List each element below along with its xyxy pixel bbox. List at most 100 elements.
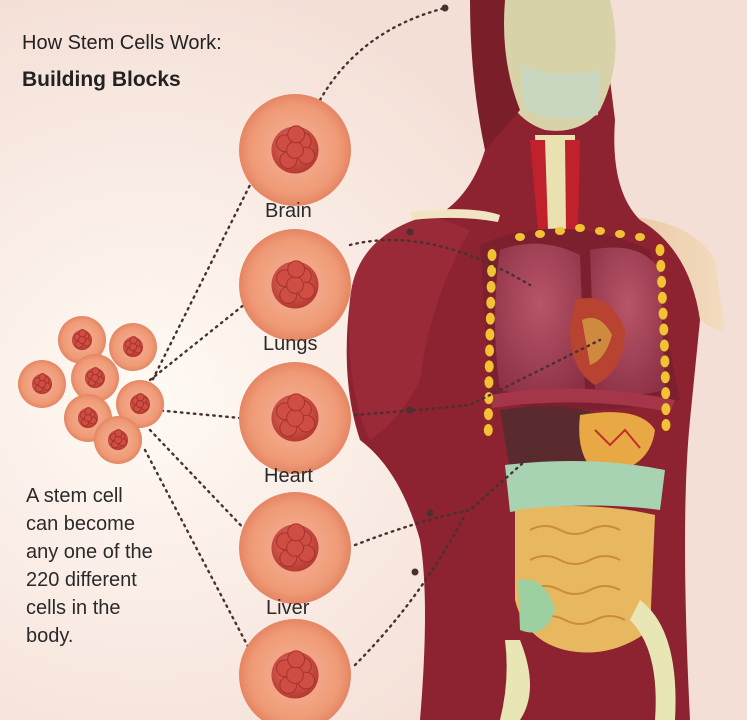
hip-bone-right <box>630 600 676 720</box>
organ-cell <box>239 619 351 720</box>
connector-cluster <box>148 173 257 387</box>
nucleus-lobe <box>286 539 304 557</box>
caption-line: 220 different <box>26 569 137 591</box>
rib-dot <box>535 230 545 238</box>
nucleus-lobe <box>83 413 93 423</box>
arrowhead <box>411 568 419 576</box>
rib-dot <box>661 419 671 431</box>
connector-cluster <box>153 408 242 420</box>
rib-dot <box>659 339 669 352</box>
nucleus-lobe <box>128 342 138 352</box>
arrowhead <box>406 228 414 236</box>
nucleus-lobe <box>135 399 145 409</box>
nucleus-lobe <box>38 373 47 382</box>
intestine-folds <box>529 525 626 625</box>
rib-dot <box>657 275 667 288</box>
rib-dot <box>660 371 670 384</box>
rib-dot <box>575 224 585 232</box>
rib-dot <box>658 307 668 320</box>
nucleus-lobe <box>114 429 123 438</box>
heart-detail <box>582 317 612 365</box>
nucleus-lobe <box>286 666 304 684</box>
stem-cell <box>116 380 164 428</box>
nucleus-lobe <box>286 141 304 159</box>
organ-cell <box>239 362 351 474</box>
nucleus-lobe <box>286 276 304 294</box>
nucleus-lobe <box>90 373 100 383</box>
nucleus-lobe <box>286 409 304 427</box>
nucleus-lobe <box>84 407 93 416</box>
caption-line: A stem cell <box>26 485 123 507</box>
stomach-vessels <box>594 428 641 449</box>
liver <box>500 406 600 475</box>
nucleus-lobe <box>113 435 123 445</box>
cecum <box>518 579 555 633</box>
caption-line: cells in the <box>26 597 121 619</box>
rib-dot <box>485 344 495 357</box>
lung-left <box>495 243 585 395</box>
rib-dot <box>657 291 667 304</box>
stem-cell <box>58 316 106 364</box>
neck-muscle <box>470 0 520 150</box>
rib-dot <box>483 424 493 436</box>
organ-cell <box>239 94 351 206</box>
face-lower <box>520 65 600 119</box>
stem-cell-cluster <box>18 316 164 464</box>
connector-cluster <box>143 448 257 662</box>
nucleus-lobe <box>78 329 87 338</box>
stomach <box>579 412 655 475</box>
connector-organ <box>353 513 467 667</box>
rib-dot <box>486 280 496 293</box>
rib-dot <box>487 249 497 261</box>
nucleus-lobe <box>287 125 306 144</box>
artery-2 <box>565 140 580 230</box>
diaphragm <box>490 388 675 412</box>
nucleus-lobe <box>287 523 306 542</box>
connector-organ <box>348 238 532 287</box>
arrowhead <box>406 406 414 414</box>
organ-cell <box>239 229 351 341</box>
rib-dot <box>655 244 665 256</box>
rib-dot <box>485 328 495 341</box>
rib-dot <box>487 264 497 277</box>
rib-dot <box>661 403 671 416</box>
rib-dot <box>635 233 645 241</box>
clavicle <box>410 209 500 222</box>
artery <box>530 140 548 230</box>
label-heart: Heart <box>264 465 313 487</box>
label-lungs: Lungs <box>263 333 318 355</box>
rib-dot <box>661 387 671 400</box>
stem-cell <box>64 394 112 442</box>
arrowhead <box>441 4 449 12</box>
caption-line: any one of the <box>26 541 153 563</box>
organ-cell <box>239 492 351 604</box>
connector-lines <box>143 4 602 667</box>
nucleus-lobe <box>91 367 100 376</box>
hip-bone-left <box>500 640 530 720</box>
rib-dot <box>486 296 496 309</box>
rib-dot <box>615 230 625 238</box>
connector-cluster <box>148 428 252 537</box>
rib-dot <box>659 323 669 336</box>
differentiated-cells <box>239 94 351 720</box>
colon <box>505 461 665 512</box>
stem-cell <box>71 354 119 402</box>
caption-line: can become <box>26 513 135 535</box>
diagram-subtitle: Building Blocks <box>22 68 181 91</box>
stem-cell <box>94 416 142 464</box>
connector-cluster <box>148 298 252 382</box>
rib-dot <box>555 227 565 235</box>
rib-dots <box>483 224 671 436</box>
rib-dot <box>483 408 493 421</box>
label-liver: Liver <box>266 597 310 619</box>
connector-organ <box>353 338 602 417</box>
connector-organ <box>353 428 562 547</box>
caption: A stem cell can become any one of the 22… <box>26 482 206 650</box>
rib-dot <box>484 392 494 405</box>
nucleus-lobe <box>37 379 47 389</box>
connector-organ <box>318 6 447 102</box>
rib-dot <box>595 227 605 235</box>
caption-line: body. <box>26 625 74 647</box>
stem-cell <box>109 323 157 371</box>
